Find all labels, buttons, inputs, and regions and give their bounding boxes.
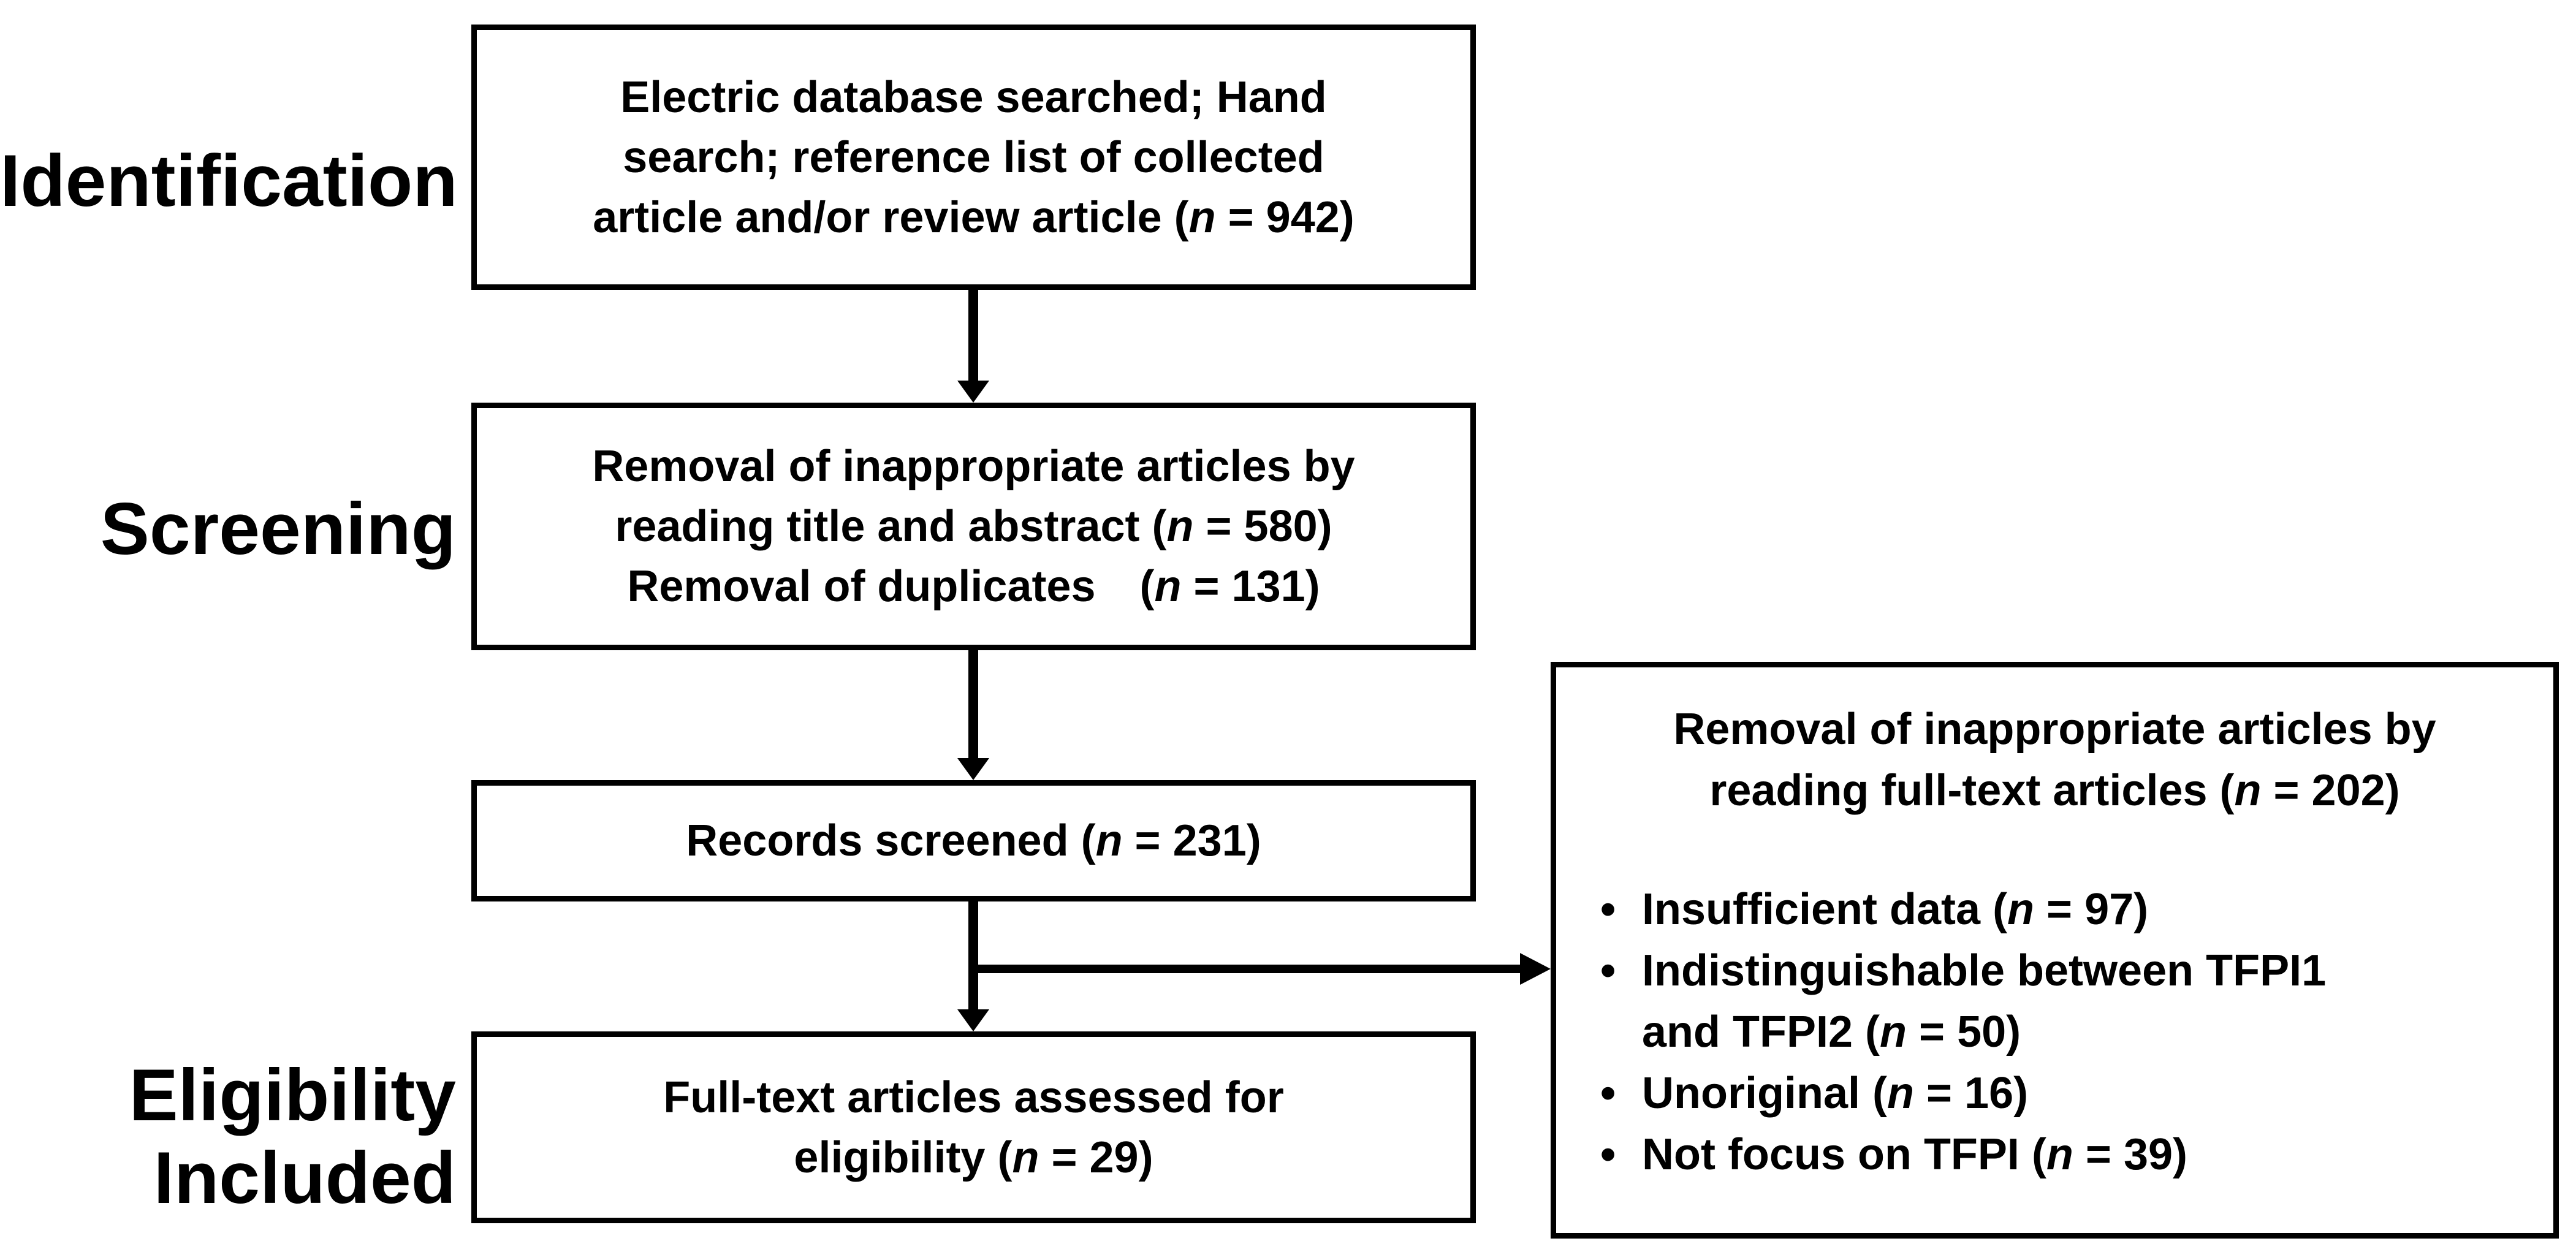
n-variable: n: [1166, 502, 1194, 551]
bullet-icon: •: [1600, 1130, 1616, 1179]
text-segment: and TFPI2 (: [1642, 1008, 1880, 1057]
list-item: • Indistinguishable between TFPI1 and TF…: [1581, 940, 2529, 1063]
bullet-icon: •: [1600, 885, 1616, 934]
text-segment: Insufficient data (: [1642, 885, 2008, 934]
text-segment: Unoriginal (: [1642, 1069, 1887, 1118]
n-variable: n: [1095, 816, 1123, 865]
text-segment: search; reference list of collected: [623, 132, 1324, 182]
text-line: Full-text articles assessed for: [663, 1068, 1283, 1128]
text-segment: eligibility (: [794, 1133, 1013, 1182]
text-segment: Removal of inappropriate articles by: [1673, 705, 2436, 754]
n-variable: n: [2046, 1130, 2073, 1179]
arrow-line-branch-to-exclusion: [968, 965, 1520, 973]
text-line: Unoriginal (n = 16): [1642, 1069, 2028, 1118]
n-variable: n: [1886, 1069, 1914, 1118]
box-database-search: Electric database searched; Hand search;…: [471, 25, 1476, 290]
arrow-line-search-to-screen: [968, 289, 978, 381]
arrowhead-down-icon: [957, 1009, 989, 1031]
arrow-line-screen-to-records: [968, 650, 978, 758]
list-item: • Insufficient data (n = 97): [1581, 879, 2529, 940]
exclusion-header: Removal of inappropriate articles by rea…: [1581, 699, 2529, 821]
stage-label-identification: Identification: [0, 140, 458, 222]
text-segment: = 39): [2073, 1130, 2188, 1179]
bullet-text: Not focus on TFPI (n = 39): [1642, 1124, 2529, 1185]
text-segment: Indistinguishable between TFPI1: [1642, 946, 2327, 995]
text-segment: = 231): [1122, 816, 1261, 865]
text-segment: = 16): [1913, 1069, 2029, 1118]
text-segment: = 97): [2034, 885, 2149, 934]
text-segment: = 29): [1039, 1133, 1153, 1182]
box-title-abstract-removal: Removal of inappropriate articles by rea…: [471, 403, 1476, 650]
bullet-text: Unoriginal (n = 16): [1642, 1063, 2529, 1124]
text-segment: = 580): [1193, 502, 1332, 551]
n-variable: n: [1880, 1008, 1907, 1057]
text-line: article and/or review article (n = 942): [593, 188, 1354, 248]
text-segment: Electric database searched; Hand: [620, 72, 1327, 122]
n-variable: n: [2234, 766, 2262, 815]
stage-label-eligibility: Eligibility: [129, 1054, 456, 1136]
stage-label-eligibility-included: Eligibility Included: [0, 1054, 456, 1220]
bullet-text: Insufficient data (n = 97): [1642, 879, 2529, 940]
text-line: and TFPI2 (n = 50): [1642, 1001, 2529, 1063]
box-records-screened-text: Records screened (n = 231): [686, 811, 1261, 871]
arrowhead-right-icon: [1520, 953, 1551, 985]
arrow-line-records-to-fulltext: [968, 901, 978, 1009]
bullet-icon: •: [1600, 1069, 1616, 1118]
bullet-icon: •: [1600, 946, 1616, 995]
text-segment: reading title and abstract (: [615, 502, 1167, 551]
text-segment: Removal of duplicates (: [627, 562, 1155, 611]
text-line: Electric database searched; Hand: [593, 67, 1354, 127]
text-line: Insufficient data (n = 97): [1642, 885, 2148, 934]
stage-label-included: Included: [153, 1137, 456, 1219]
box-records-screened: Records screened (n = 231): [471, 780, 1476, 901]
text-segment: = 202): [2261, 766, 2400, 815]
bullet-text: Indistinguishable between TFPI1 and TFPI…: [1642, 940, 2529, 1063]
list-item: • Not focus on TFPI (n = 39): [1581, 1124, 2529, 1185]
text-line: reading title and abstract (n = 580): [592, 496, 1354, 556]
arrowhead-down-icon: [957, 758, 989, 780]
text-line: Removal of inappropriate articles by: [592, 436, 1354, 496]
text-line: Indistinguishable between TFPI1: [1642, 940, 2529, 1001]
n-variable: n: [1154, 562, 1182, 611]
n-variable: n: [1012, 1133, 1039, 1182]
text-segment: Full-text articles assessed for: [663, 1072, 1284, 1122]
box-database-search-text: Electric database searched; Hand search;…: [593, 67, 1354, 248]
box-exclusion-reasons: Removal of inappropriate articles by rea…: [1551, 662, 2559, 1239]
list-item: • Unoriginal (n = 16): [1581, 1063, 2529, 1124]
text-segment: = 942): [1215, 192, 1354, 242]
text-segment: article and/or review article (: [593, 192, 1189, 242]
text-line: search; reference list of collected: [593, 127, 1354, 188]
box-fulltext-assessed: Full-text articles assessed for eligibil…: [471, 1031, 1476, 1223]
text-line: eligibility (n = 29): [663, 1128, 1283, 1188]
text-line: reading full-text articles (n = 202): [1581, 760, 2529, 821]
n-variable: n: [1188, 192, 1216, 242]
text-segment: Records screened (: [686, 816, 1096, 865]
text-line: Not focus on TFPI (n = 39): [1642, 1130, 2187, 1179]
text-line: Removal of inappropriate articles by: [1581, 699, 2529, 760]
stage-label-screening: Screening: [100, 488, 456, 570]
text-segment: = 131): [1181, 562, 1320, 611]
text-line: Records screened (n = 231): [686, 811, 1261, 871]
text-segment: = 50): [1907, 1008, 2021, 1057]
box-title-abstract-removal-text: Removal of inappropriate articles by rea…: [592, 436, 1354, 617]
arrowhead-down-icon: [957, 381, 989, 403]
text-segment: Not focus on TFPI (: [1642, 1130, 2046, 1179]
text-segment: reading full-text articles (: [1709, 766, 2235, 815]
box-fulltext-assessed-text: Full-text articles assessed for eligibil…: [663, 1068, 1283, 1188]
n-variable: n: [2007, 885, 2035, 934]
text-line: Removal of duplicates (n = 131): [592, 556, 1354, 617]
exclusion-bullet-list: • Insufficient data (n = 97) • Indisting…: [1581, 879, 2529, 1185]
text-segment: Removal of inappropriate articles by: [592, 442, 1355, 491]
